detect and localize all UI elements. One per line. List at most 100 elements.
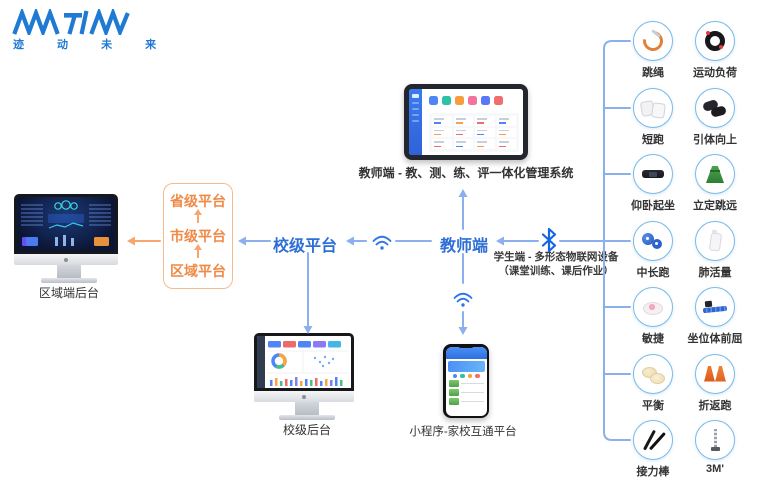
device-circle [633,420,673,460]
school-backend-monitor [254,333,360,420]
city-platform-label: 市级平台 [170,228,226,244]
tablet-content [422,89,523,155]
school-backend-label: 校级后台 [282,423,331,437]
device-label: 立定跳远 [693,200,737,212]
school-dashboard-graphic [257,336,349,388]
phone-app-icons [446,373,487,378]
regional-backend-label: 区域端后台 [38,286,99,300]
balance-icon [639,360,667,388]
student-note-line1: 学生端 - 多形态物联网设备 [493,251,619,263]
device-grid: 跳绳 运动负荷短跑 引体向上仰卧起坐 立定跳远中长跑 肺活量敏捷 坐位体前屈平衡 折返跑接力… [622,21,746,487]
regional-backend-monitor [14,194,124,283]
device-item: 3M' [684,420,746,487]
shuttle-run-icon [701,360,729,388]
up-arrow-icon [193,209,202,223]
device-circle [633,154,673,194]
device-item: 坐位体前屈 [684,287,746,354]
imac-stand [295,402,319,415]
imac-chin [254,391,354,402]
province-platform-label: 省级平台 [170,193,226,209]
district-platform-label: 区域平台 [170,263,226,279]
up-arrow-icon [193,244,202,258]
device-item: 短跑 [622,87,684,155]
imac-base [41,278,97,283]
brand-logo-icon [12,9,130,35]
device-circle [695,353,735,394]
device-label: 折返跑 [698,399,732,412]
device-item: 立定跳远 [684,154,746,221]
device-circle [695,420,735,460]
device-item: 运动负荷 [684,21,746,88]
device-label: 接力棒 [636,466,670,478]
device-label: 敏捷 [642,333,664,345]
device-label: 坐位体前屈 [687,333,743,345]
wifi-icon [453,292,473,303]
device-item: 中长跑 [622,220,684,288]
teacher-system-label: 教师端 - 教、测、练、评一体化管理系统 [358,166,574,180]
phone-notch [458,344,474,348]
device-circle [695,287,735,327]
teacher-terminal-node: 教师端 [439,238,488,255]
device-circle [633,287,673,327]
device-circle [633,87,673,128]
device-label: 运动负荷 [693,67,737,79]
imac-base [279,415,335,420]
device-label: 仰卧起坐 [631,200,675,212]
standing-jump-icon [701,160,729,188]
teacher-system-tablet [404,84,528,160]
regional-dashboard-screen [14,194,118,254]
miniprogram-label: 小程序-家校互通平台 [409,426,517,438]
baton-icon [639,426,667,454]
app-icon-row [429,96,503,105]
apple-logo-icon [302,394,306,399]
phone-list-item [448,380,484,387]
bluetooth-icon [541,227,557,253]
device-item: 引体向上 [684,87,746,155]
device-item: 肺活量 [684,220,746,288]
device-label: 引体向上 [693,133,737,146]
phone-banner [447,360,485,372]
device-circle [695,21,735,61]
school-platform-node: 校级平台 [272,238,337,255]
student-terminal-note: 学生端 - 多形态物联网设备 （课堂训练、课后作业） [476,250,636,278]
device-label: 中长跑 [636,266,670,279]
measuring-pole-icon [701,426,729,454]
device-label: 短跑 [642,133,664,146]
miniprogram-screen [445,346,487,416]
brand-name: 迹 动 未 来 [13,39,172,51]
device-label: 跳绳 [642,67,664,79]
device-circle [695,154,735,194]
device-item: 仰卧起坐 [622,154,684,221]
tablet-sidebar [409,89,422,155]
teacher-system-screen [409,89,523,155]
phone-list-item [448,398,484,405]
school-dashboard-screen [254,333,354,391]
agility-icon [639,293,667,321]
platform-hierarchy-box: 省级平台 市级平台 区域平台 [163,183,233,289]
pull-up-icon [701,94,729,122]
wifi-icon [372,235,392,246]
device-circle [633,220,673,261]
distance-run-icon [639,227,667,255]
device-item: 平衡 [622,353,684,421]
apple-logo-icon [64,257,68,262]
device-circle [695,87,735,128]
phone-list-item [448,389,484,396]
device-item: 敏捷 [622,287,684,354]
device-circle [633,21,673,61]
device-label: 平衡 [642,399,664,412]
card-grid [429,113,519,152]
imac-stand [57,265,81,278]
jump-rope-icon [639,27,667,55]
sit-and-reach-icon [701,293,729,321]
device-item: 跳绳 [622,21,684,88]
phone-header [445,346,487,359]
student-note-line2: （课堂训练、课后作业） [498,265,614,277]
sit-up-icon [639,160,667,188]
device-circle [633,353,673,394]
miniprogram-phone [443,344,489,418]
lung-capacity-icon [701,227,729,255]
device-item: 接力棒 [622,420,684,487]
exercise-load-icon [701,27,729,55]
